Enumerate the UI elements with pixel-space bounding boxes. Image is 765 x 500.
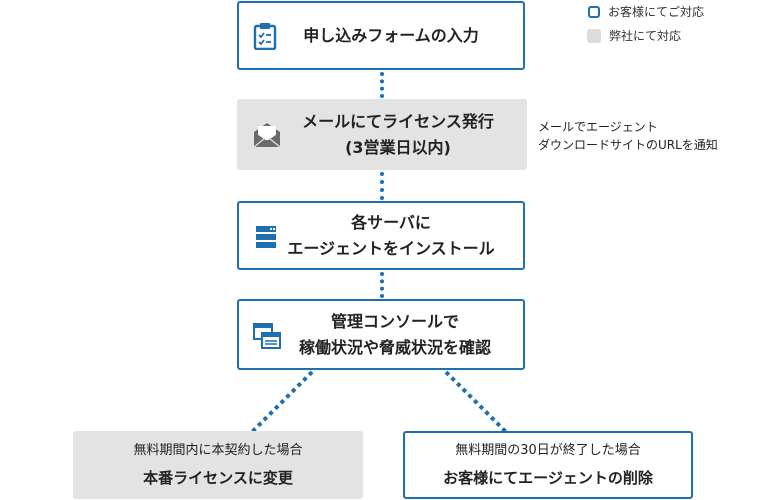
side-note: メールでエージェント ダウンロードサイトのURLを通知 bbox=[538, 118, 718, 154]
outcome-contract-line1: 無料期間内に本契約した場合 bbox=[133, 443, 303, 458]
step-license-line1: メールにてライセンス発行 bbox=[302, 111, 494, 131]
envelope-icon bbox=[253, 123, 281, 148]
step-install-text: 各サーバに エージェントをインストール bbox=[239, 210, 523, 262]
step-console-text: 管理コンソールで 稼働状況や脅威状況を確認 bbox=[239, 309, 523, 361]
outcome-expire: 無料期間の30日が終了した場合 お客様にてエージェントの削除 bbox=[403, 431, 693, 499]
step-form: 申し込みフォームの入力 bbox=[237, 1, 525, 70]
legend-customer-label: お客様にてご対応 bbox=[608, 5, 705, 19]
step-console-line2: 稼働状況や脅威状況を確認 bbox=[298, 337, 491, 357]
step-license: メールにてライセンス発行 (3営業日以内) bbox=[237, 99, 527, 170]
outcome-expire-line2: お客様にてエージェントの削除 bbox=[443, 469, 653, 487]
step-form-label: 申し込みフォームの入力 bbox=[303, 25, 479, 45]
legend-customer: お客様にてご対応 bbox=[588, 3, 704, 20]
outcome-contract: 無料期間内に本契約した場合 本番ライセンスに変更 bbox=[73, 431, 363, 499]
connector-3 bbox=[380, 272, 388, 298]
outcome-contract-line2: 本番ライセンスに変更 bbox=[143, 469, 293, 487]
step-license-text: メールにてライセンス発行 (3営業日以内) bbox=[237, 109, 527, 161]
windows-icon bbox=[253, 323, 281, 349]
step-install-line1: 各サーバに bbox=[351, 212, 431, 232]
branch-left bbox=[250, 370, 314, 434]
step-console: 管理コンソールで 稼働状況や脅威状況を確認 bbox=[237, 299, 525, 370]
legend-customer-swatch bbox=[588, 5, 600, 18]
step-form-text: 申し込みフォームの入力 bbox=[239, 23, 523, 49]
step-install: 各サーバに エージェントをインストール bbox=[237, 201, 525, 270]
legend-company: 弊社にて対応 bbox=[587, 27, 681, 44]
clipboard-icon bbox=[253, 23, 277, 50]
step-license-line2: (3営業日以内) bbox=[345, 137, 451, 157]
outcome-expire-line1: 無料期間の30日が終了した場合 bbox=[455, 443, 641, 458]
connector-1 bbox=[380, 72, 388, 98]
side-note-line1: メールでエージェント bbox=[538, 120, 658, 134]
side-note-line2: ダウンロードサイトのURLを通知 bbox=[538, 138, 718, 152]
connector-2 bbox=[380, 172, 388, 200]
legend-company-swatch bbox=[587, 28, 601, 43]
branch-right bbox=[444, 370, 508, 434]
server-icon bbox=[256, 226, 276, 248]
step-console-line1: 管理コンソールで bbox=[330, 311, 459, 331]
legend-company-label: 弊社にて対応 bbox=[609, 29, 682, 43]
step-install-line2: エージェントをインストール bbox=[287, 238, 495, 258]
